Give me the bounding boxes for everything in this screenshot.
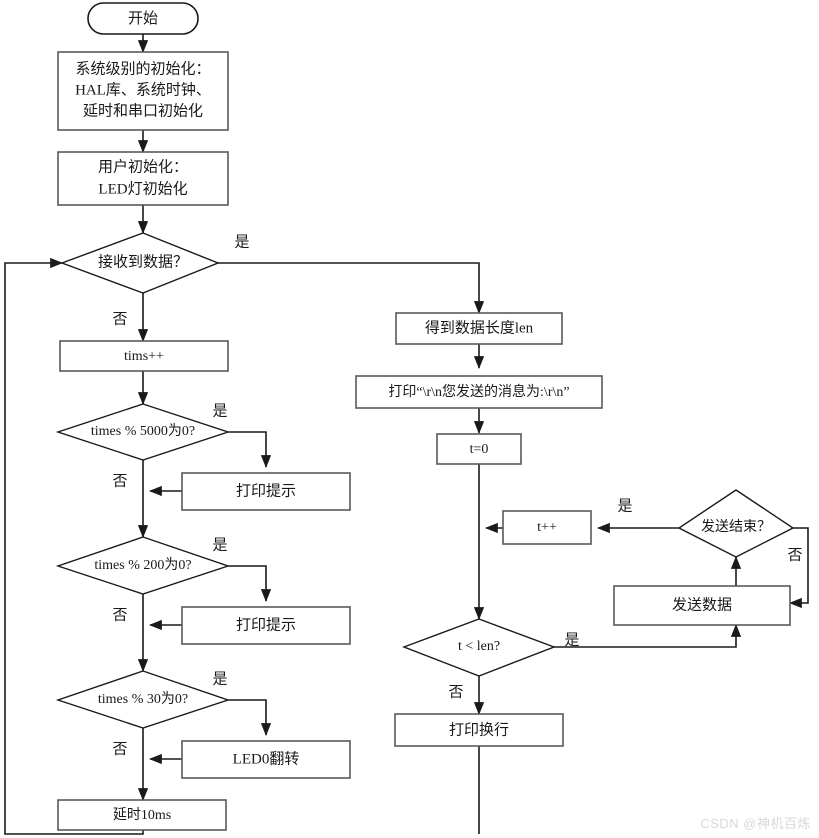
print-hint-2-label: 打印提示 [236,616,296,633]
node-start: 开始 [87,2,199,35]
start-shape [87,2,199,35]
t-lt-len-shape [402,618,556,677]
edge-mod30-yes-to-led-toggle [228,699,272,736]
send-data-label: 发送数据 [672,596,732,613]
edge-label-mod30-no: 否 [112,741,127,757]
print-msg-shape [355,375,603,409]
edge-send-done-no-to-send-data [789,527,809,609]
t-inc-label: t++ [537,520,557,535]
system-init-shape [57,51,229,131]
times-inc-label: tims++ [124,349,164,364]
send-done-label: 发送结束？ [701,519,771,535]
edge-label-mod5000-yes: 是 [212,403,227,419]
node-delay-10ms: 延时10ms [57,799,227,831]
print-hint-1-label: 打印提示 [236,482,296,499]
edge-label-t-lt-len-no: 否 [448,684,463,700]
system-init-label-line-2: HAL库、系统时钟、 [75,81,211,98]
delay-10ms-shape [57,799,227,831]
print-newline-shape [394,713,564,747]
system-init-label-line-3: 延时和串口初始化 [83,102,203,119]
t-inc-shape [502,510,592,545]
node-times-inc: tims++ [59,340,229,372]
node-led-toggle: LED0翻转 [181,740,351,779]
edge-recv-yes-to-get-len [218,262,485,314]
led-toggle-shape [181,740,351,779]
node-mod30: times % 30为0? [55,670,231,729]
delay-10ms-label: 延时10ms [113,807,171,823]
recv-check-label: 接收到数据？ [98,253,188,270]
node-send-data: 发送数据 [613,585,791,626]
node-recv-check: 接收到数据？ [59,232,220,294]
edge-label-mod5000-no: 否 [112,473,127,489]
times-inc-shape [59,340,229,372]
user-init-shape [57,151,229,206]
mod30-label: times % 30为0? [98,691,188,707]
send-done-shape [677,489,795,558]
print-hint-1-shape [181,472,351,511]
t-zero-shape [436,433,522,465]
node-user-init: 用户初始化： LED灯初始化 [57,151,229,206]
print-newline-label: 打印换行 [449,721,509,738]
node-print-hint-1: 打印提示 [181,472,351,511]
node-t-lt-len: t < len? [402,618,556,677]
node-get-len: 得到数据长度len [395,312,563,345]
node-t-inc: t++ [502,510,592,545]
edge-label-recv-yes: 是 [234,234,249,250]
edge-t-lt-len-yes-to-send-data [554,624,742,648]
get-len-label: 得到数据长度len [425,319,534,336]
led-toggle-label: LED0翻转 [233,750,300,767]
node-mod200: times % 200为0? [55,536,231,595]
node-send-done: 发送结束？ [677,489,795,558]
edge-label-send-done-no: 否 [787,547,802,563]
user-init-label-line-1: 用户初始化： [98,158,188,175]
csdn-watermark: CSDN @神机百炼 [700,816,811,831]
node-print-hint-2: 打印提示 [181,606,351,645]
mod5000-shape [55,403,231,461]
send-data-shape [613,585,791,626]
edge-label-t-lt-len-yes: 是 [564,632,579,648]
start-label: 开始 [128,10,158,27]
user-init-label-line-2: LED灯初始化 [98,180,187,197]
node-system-init: 系统级别的初始化： HAL库、系统时钟、 延时和串口初始化 [57,51,229,131]
get-len-shape [395,312,563,345]
print-msg-label: 打印“\r\n您发送的消息为:\r\n” [388,383,569,400]
mod200-label: times % 200为0? [94,557,191,573]
recv-check-shape [59,232,220,294]
node-t-zero: t=0 [436,433,522,465]
edge-label-mod200-no: 否 [112,607,127,623]
edge-mod200-yes-to-print-hint-2 [228,565,272,602]
edge-label-mod200-yes: 是 [212,537,227,553]
edge-label-send-done-yes: 是 [617,498,632,514]
edge-mod5000-yes-to-print-hint-1 [228,431,272,468]
system-init-label-line-1: 系统级别的初始化： [75,60,210,77]
node-mod5000: times % 5000为0? [55,403,231,461]
edge-loop-back-to-recv-check [4,257,144,835]
mod200-shape [55,536,231,595]
node-print-msg: 打印“\r\n您发送的消息为:\r\n” [355,375,603,409]
mod5000-label: times % 5000为0? [91,423,195,439]
node-print-newline: 打印换行 [394,713,564,747]
mod30-shape [55,670,231,729]
edge-label-mod30-yes: 是 [212,671,227,687]
t-lt-len-label: t < len? [458,639,500,654]
t-zero-label: t=0 [470,442,489,457]
edge-label-recv-no: 否 [112,311,127,327]
print-hint-2-shape [181,606,351,645]
